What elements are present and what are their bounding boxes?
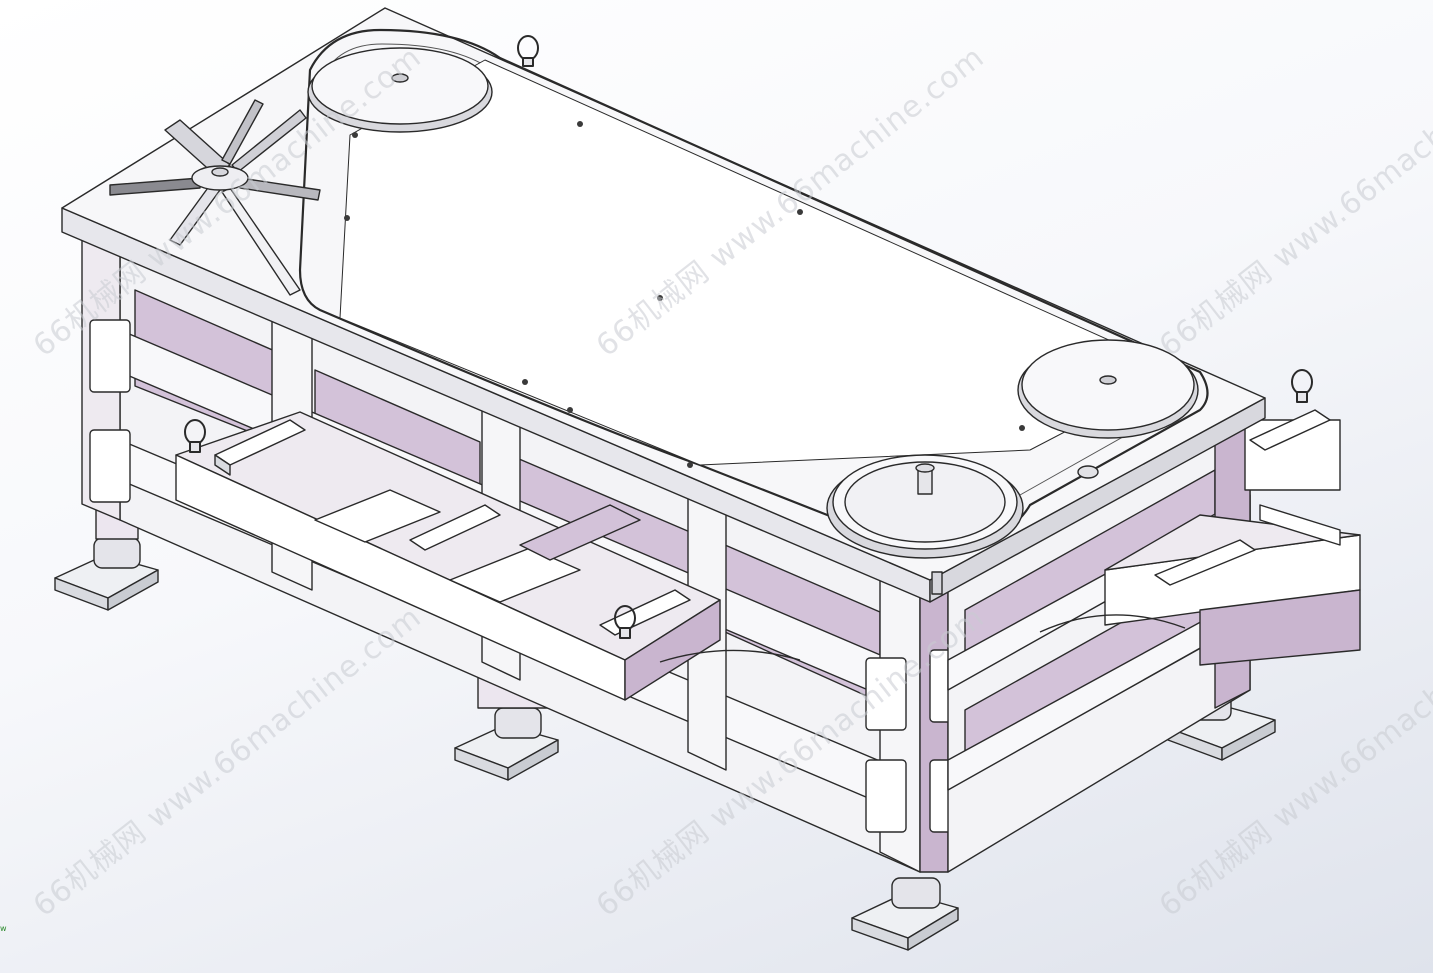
lifting-eye-rear [517,35,539,67]
drive-wheel-front [826,454,1024,559]
corner-mark: w [0,924,7,933]
guide-blocks [214,409,1341,636]
drive-wheel-right [1017,339,1199,439]
drive-wheel-rear [307,47,493,133]
lifting-eye-left [184,419,206,453]
star-wheel [109,99,321,296]
lifting-eye-front [614,605,636,639]
lifting-eye-right [1291,369,1313,403]
leveling-foot-front [851,877,959,951]
top-plate [61,7,1266,603]
